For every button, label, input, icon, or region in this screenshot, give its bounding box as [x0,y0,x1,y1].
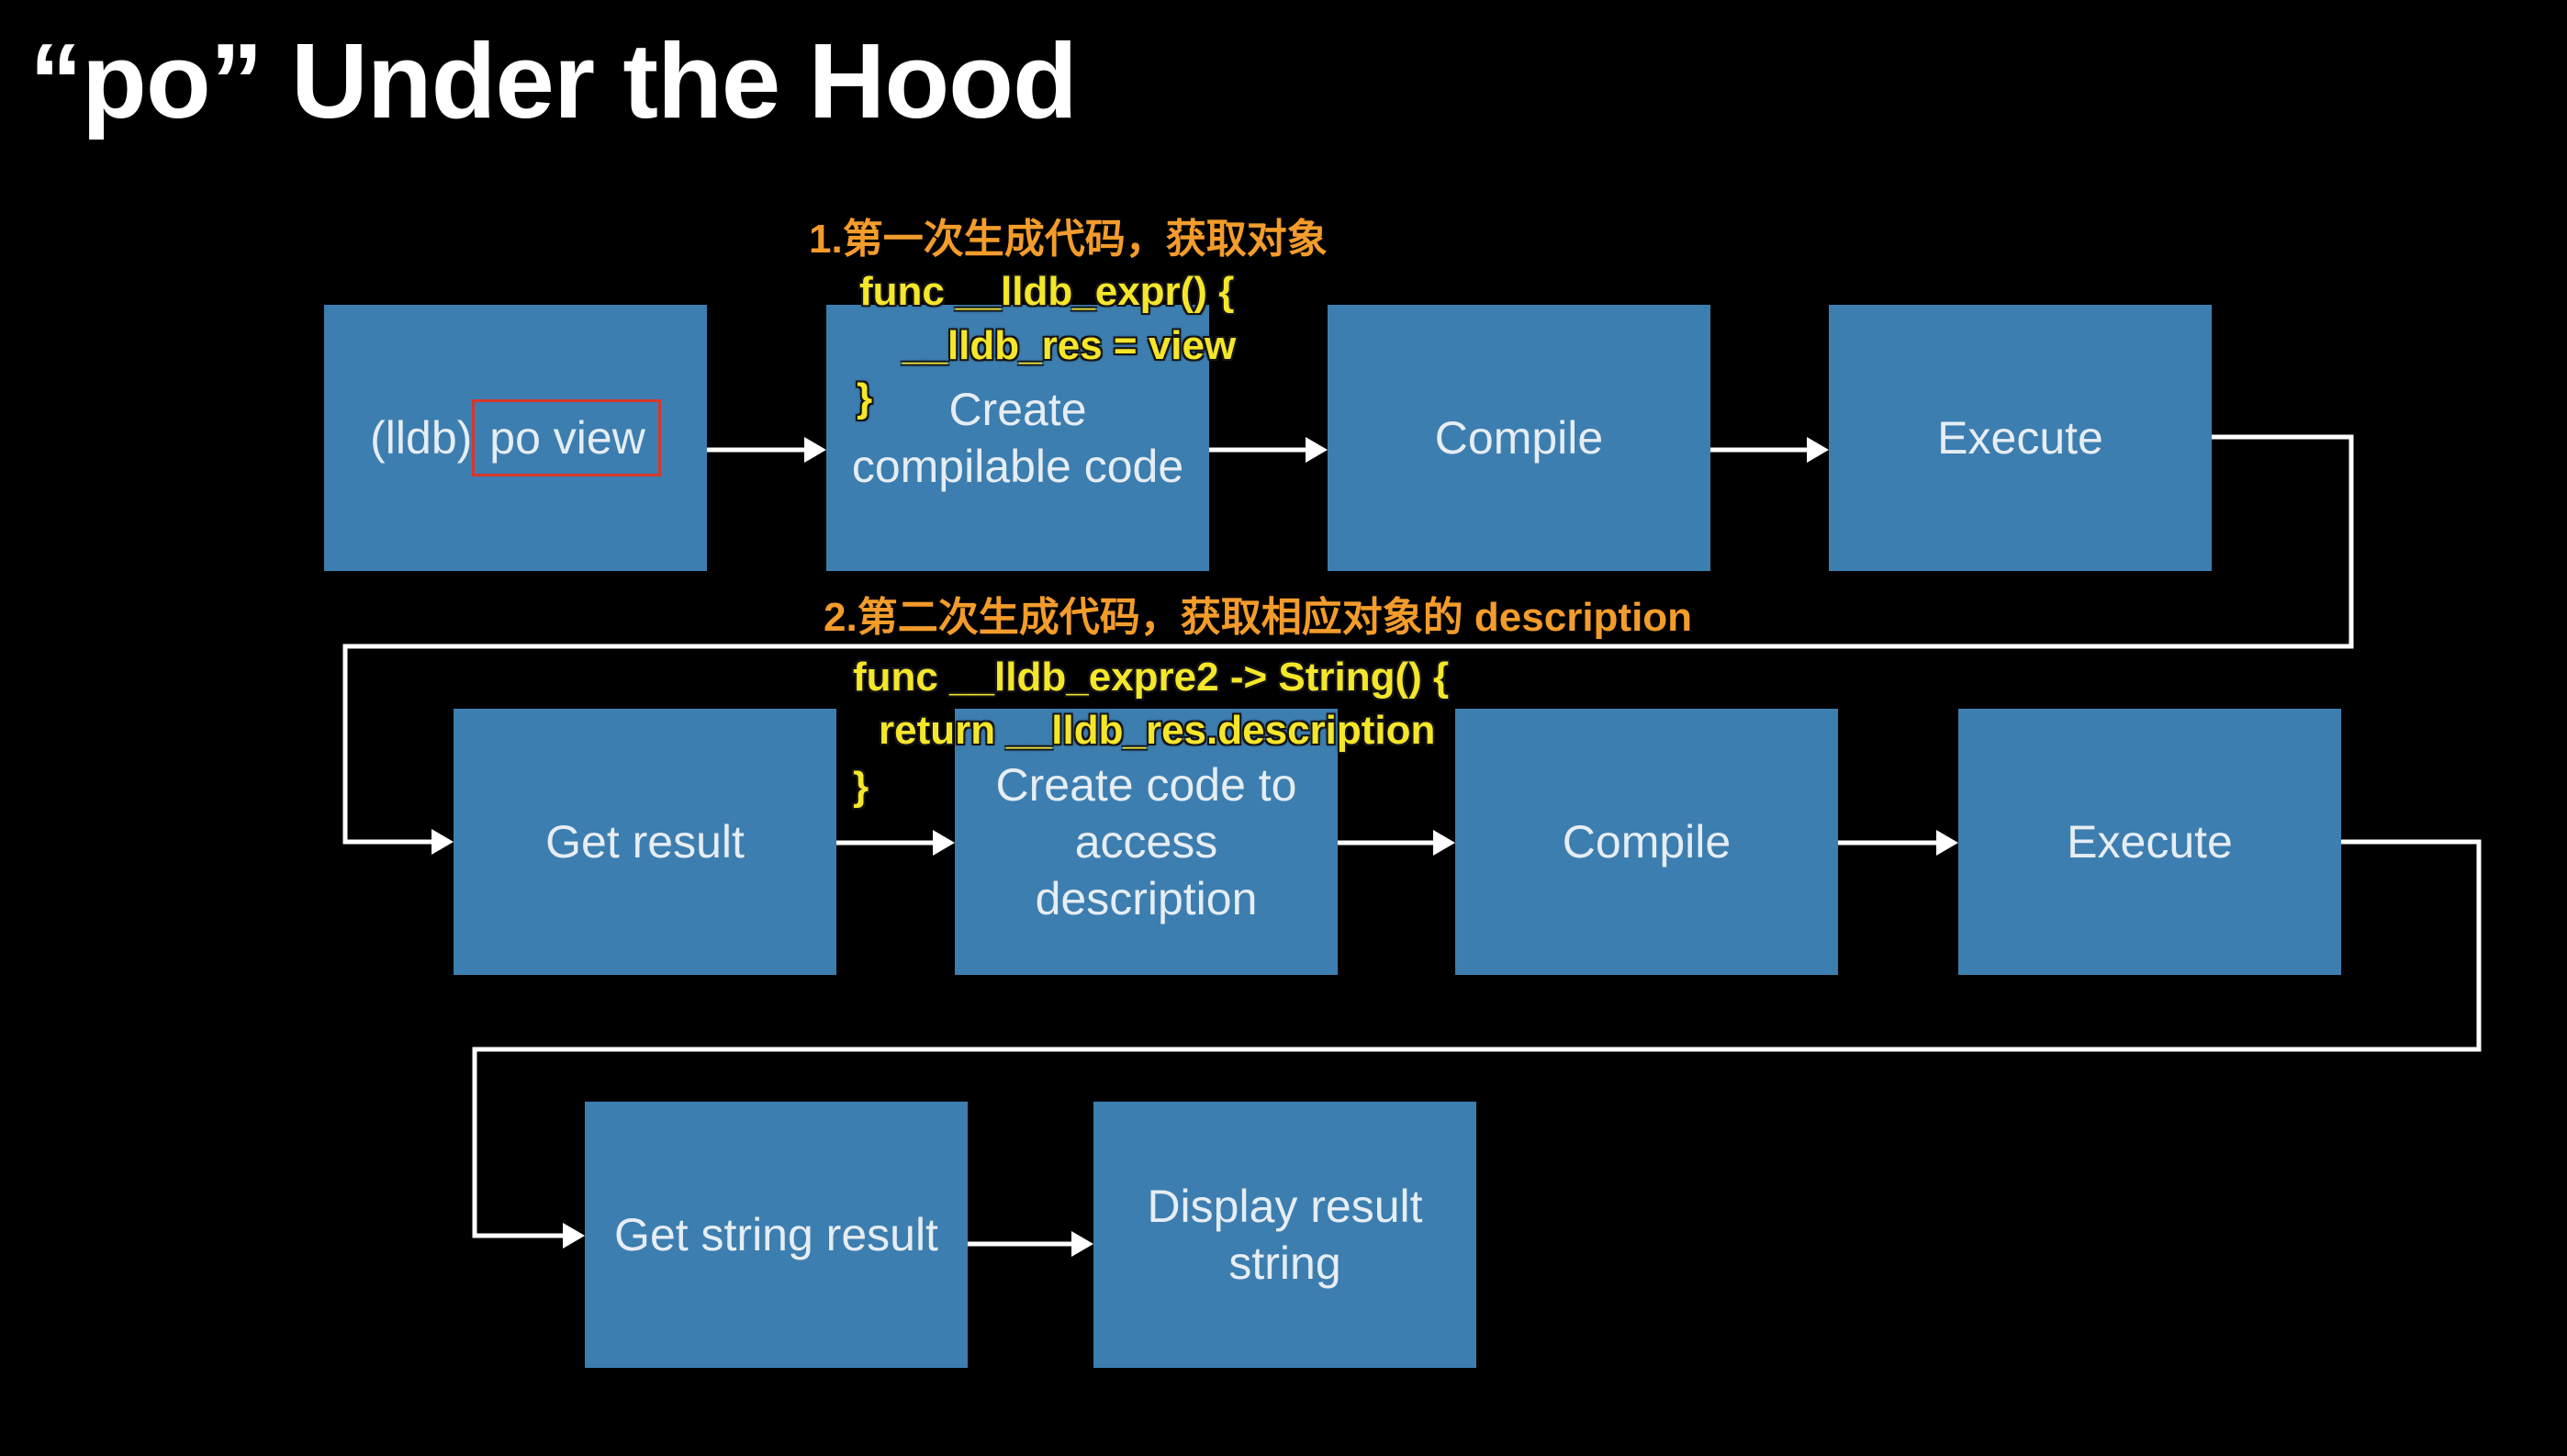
annotation-1-heading: 1.第一次生成代码，获取对象 [809,217,1328,262]
step-execute-second: Execute [1958,709,2341,975]
step-label-line: Execute [2067,816,2233,868]
step-label-line: string [1228,1238,1341,1289]
arrow-get-result-to-create-description-code [836,830,955,856]
arrow-create-code-to-compile [1209,437,1328,463]
arrow-compile-to-execute-second [1838,830,1958,856]
step-compile: Compile [1328,305,1710,571]
step-label-line: Create code to [995,759,1297,811]
annotation-2-code-line: } [853,764,869,809]
step-create-compilable-code: Create compilable code [826,305,1209,571]
step-label-line: description [1035,873,1258,924]
step-compile-second: Compile [1455,709,1838,975]
lldb-prompt: (lldb) [370,412,473,464]
po-view-highlight: po view [472,399,661,476]
connector-execute-to-get-string-result [472,839,2482,1249]
arrow-description-code-to-compile [1338,830,1455,856]
step-label-line: Create [948,384,1087,435]
connector-execute-to-get-result [342,434,2354,855]
step-po-command: (lldb) po view [324,305,707,571]
step-po-command-label: (lldb) po view [370,399,661,476]
arrow-compile-to-execute [1710,437,1829,463]
annotation-1-code-line: } [857,375,873,420]
annotation-1-code-line: func __lldb_expr() { [859,269,1235,314]
step-get-result: Get result [454,709,836,975]
step-get-string-result: Get string result [585,1102,968,1368]
step-label-line: compilable code [851,441,1184,492]
step-label-line: Compile [1562,816,1732,868]
step-create-description-code: Create code to access description [955,709,1338,975]
step-label-line: Compile [1434,412,1604,464]
step-label-line: access [1074,816,1218,868]
arrow-get-string-to-display [968,1231,1093,1257]
step-label-line: Get string result [614,1209,938,1260]
step-display-result-string: Display result string [1093,1102,1476,1368]
po-view-command: po view [489,412,645,464]
step-label-line: Display result [1147,1181,1423,1232]
annotation-2-code-line: return __lldb_res.description [879,708,1436,753]
step-label-line: Get result [545,816,745,868]
arrow-command-to-create-code [707,437,826,463]
step-execute: Execute [1829,305,2212,571]
slide-title: “po” Under the Hood [29,21,1078,140]
step-label-line: Execute [1937,412,2103,464]
annotation-2-heading: 2.第二次生成代码，获取相应对象的 description [824,595,1693,640]
annotation-1-code-line: __lldb_res = view [902,323,1237,368]
annotation-2-code-line: func __lldb_expre2 -> String() { [853,655,1450,700]
